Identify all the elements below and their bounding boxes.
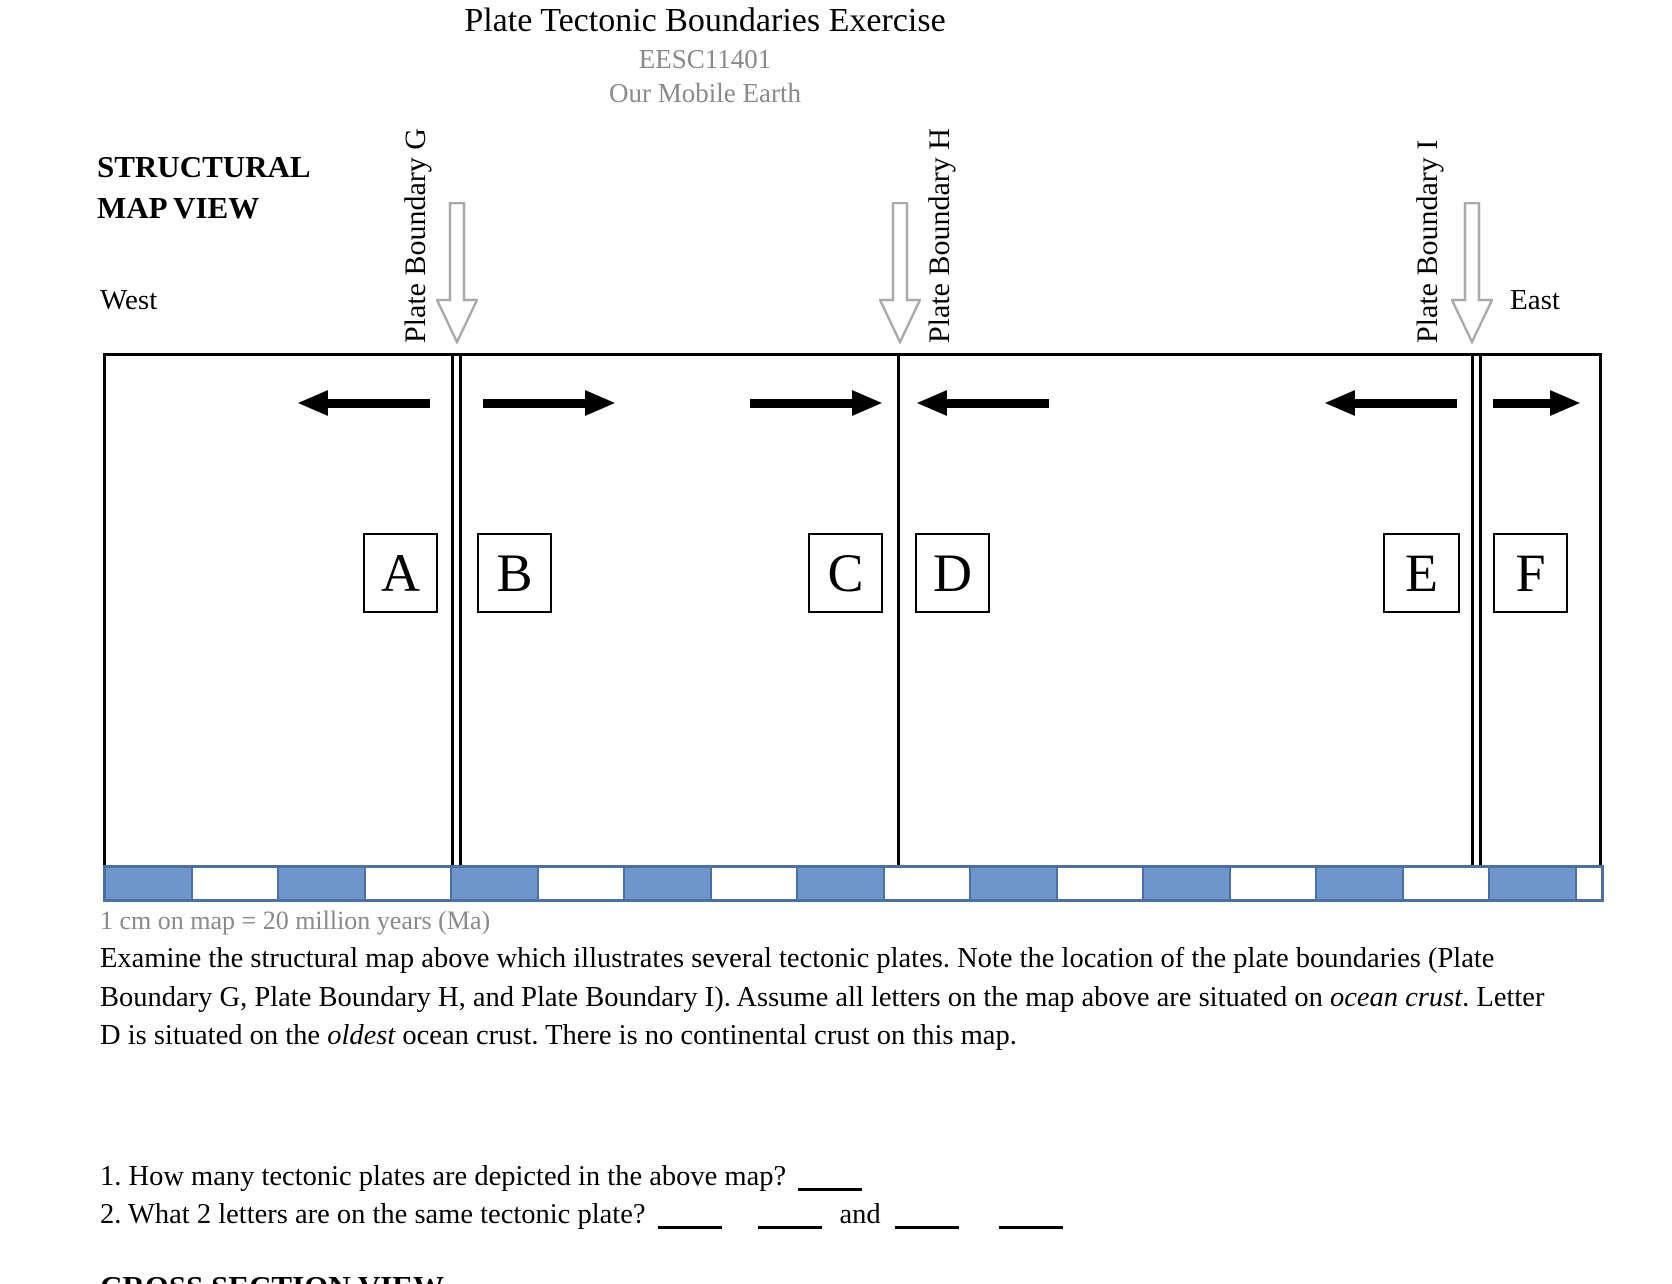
east-label: East (1510, 284, 1560, 316)
plate-c-motion-arrow-east (750, 390, 882, 416)
scale-bar-cell (710, 867, 797, 900)
map-scale-bar (103, 865, 1604, 902)
question-1-text: 1. How many tectonic plates are depicted… (100, 1161, 787, 1192)
scale-bar-cell (1143, 867, 1230, 900)
boundary-i-pointer-arrow-icon (1451, 202, 1493, 344)
boundary-h-pointer-arrow-icon (879, 202, 921, 344)
arrow-head-east-icon (852, 390, 882, 416)
plate-a-motion-arrow-west (298, 390, 430, 416)
header: Plate Tectonic Boundaries Exercise EESC1… (0, 0, 1410, 110)
plate-boundary-g-label: Plate Boundary G (399, 128, 432, 343)
plate-e-motion-arrow-west (1325, 390, 1457, 416)
scale-bar-cell (883, 867, 970, 900)
scale-bar-cell (105, 867, 192, 900)
plate-f-motion-arrow-east (1493, 390, 1580, 416)
question-2: 2. What 2 letters are on the same tecton… (100, 1196, 1063, 1234)
paragraph-text: . Letter D is situated on the (100, 981, 1545, 1052)
scale-bar-cell (537, 867, 624, 900)
page-title: Plate Tectonic Boundaries Exercise (464, 2, 946, 39)
scale-bar-cell (1402, 867, 1489, 900)
scale-bar-cell (1056, 867, 1143, 900)
plate-letter: C (827, 543, 864, 603)
plate-letter-box-f: F (1493, 533, 1568, 613)
answer-blank-q1 (798, 1181, 863, 1191)
plate-letter: F (1515, 543, 1546, 603)
plate-boundary-g-line (459, 356, 462, 865)
plate-letter: A (381, 543, 420, 603)
paragraph-text: ocean crust. There is no continental cru… (395, 1020, 1017, 1052)
west-label: West (100, 284, 158, 316)
scale-bar-cell (1229, 867, 1316, 900)
plate-letter: D (933, 543, 972, 603)
question-1: 1. How many tectonic plates are depicted… (100, 1158, 863, 1196)
structural-map-view-heading: STRUCTURAL MAP VIEW (97, 149, 309, 225)
scale-bar-cell (1316, 867, 1403, 900)
boundary-g-pointer-arrow-icon (436, 202, 478, 344)
plate-letter-box-b: B (477, 533, 552, 613)
scale-bar-cell (364, 867, 451, 900)
question-2-text: 2. What 2 letters are on the same tecton… (100, 1199, 646, 1230)
answer-blank-q2-2 (757, 1219, 822, 1229)
plate-d-motion-arrow-west (917, 390, 1049, 416)
scale-bar-cell (1489, 867, 1576, 900)
scale-bar-cell (797, 867, 884, 900)
scale-bar-cell (624, 867, 711, 900)
plate-boundary-h-label: Plate Boundary H (923, 128, 956, 343)
plate-letter-box-e: E (1383, 533, 1460, 613)
answer-blank-q2-4 (998, 1219, 1063, 1229)
arrow-head-east-icon (1550, 390, 1580, 416)
plate-boundary-i-label: Plate Boundary I (1411, 139, 1444, 343)
scale-note: 1 cm on map = 20 million years (Ma) (100, 906, 491, 935)
paragraph-italic-ocean-crust: ocean crust (1329, 981, 1463, 1013)
answer-blank-q2-3 (894, 1219, 959, 1229)
course-code: EESC11401 (638, 44, 772, 74)
paragraph-italic-oldest: oldest (327, 1020, 396, 1052)
instructions-paragraph: Examine the structural map above which i… (100, 940, 1572, 1056)
scale-bar-cell (451, 867, 538, 900)
plate-letter: B (496, 543, 533, 603)
plate-boundary-i-line (1479, 356, 1482, 865)
plate-letter: E (1405, 543, 1438, 603)
arrow-head-west-icon (1325, 390, 1355, 416)
plate-boundary-g-line (451, 356, 454, 865)
plate-boundary-i-line (1471, 356, 1474, 865)
plate-boundary-h-line (897, 356, 900, 865)
scale-bar-cell (191, 867, 278, 900)
answer-blank-q2-1 (657, 1219, 722, 1229)
paragraph-text: Examine the structural map above which i… (100, 943, 1495, 1013)
cross-section-view-heading: CROSS SECTION VIEW (100, 1271, 444, 1284)
plate-letter-box-a: A (363, 533, 438, 613)
course-name: Our Mobile Earth (609, 78, 801, 108)
arrow-head-west-icon (917, 390, 947, 416)
and-text: and (839, 1199, 881, 1230)
plate-b-motion-arrow-east (483, 390, 615, 416)
arrow-head-east-icon (585, 390, 615, 416)
arrow-head-west-icon (298, 390, 328, 416)
scale-bar-cell (278, 867, 365, 900)
scale-bar-cell (970, 867, 1057, 900)
scale-bar-cell (1575, 867, 1602, 900)
plate-letter-box-d: D (915, 533, 990, 613)
plate-letter-box-c: C (808, 533, 883, 613)
